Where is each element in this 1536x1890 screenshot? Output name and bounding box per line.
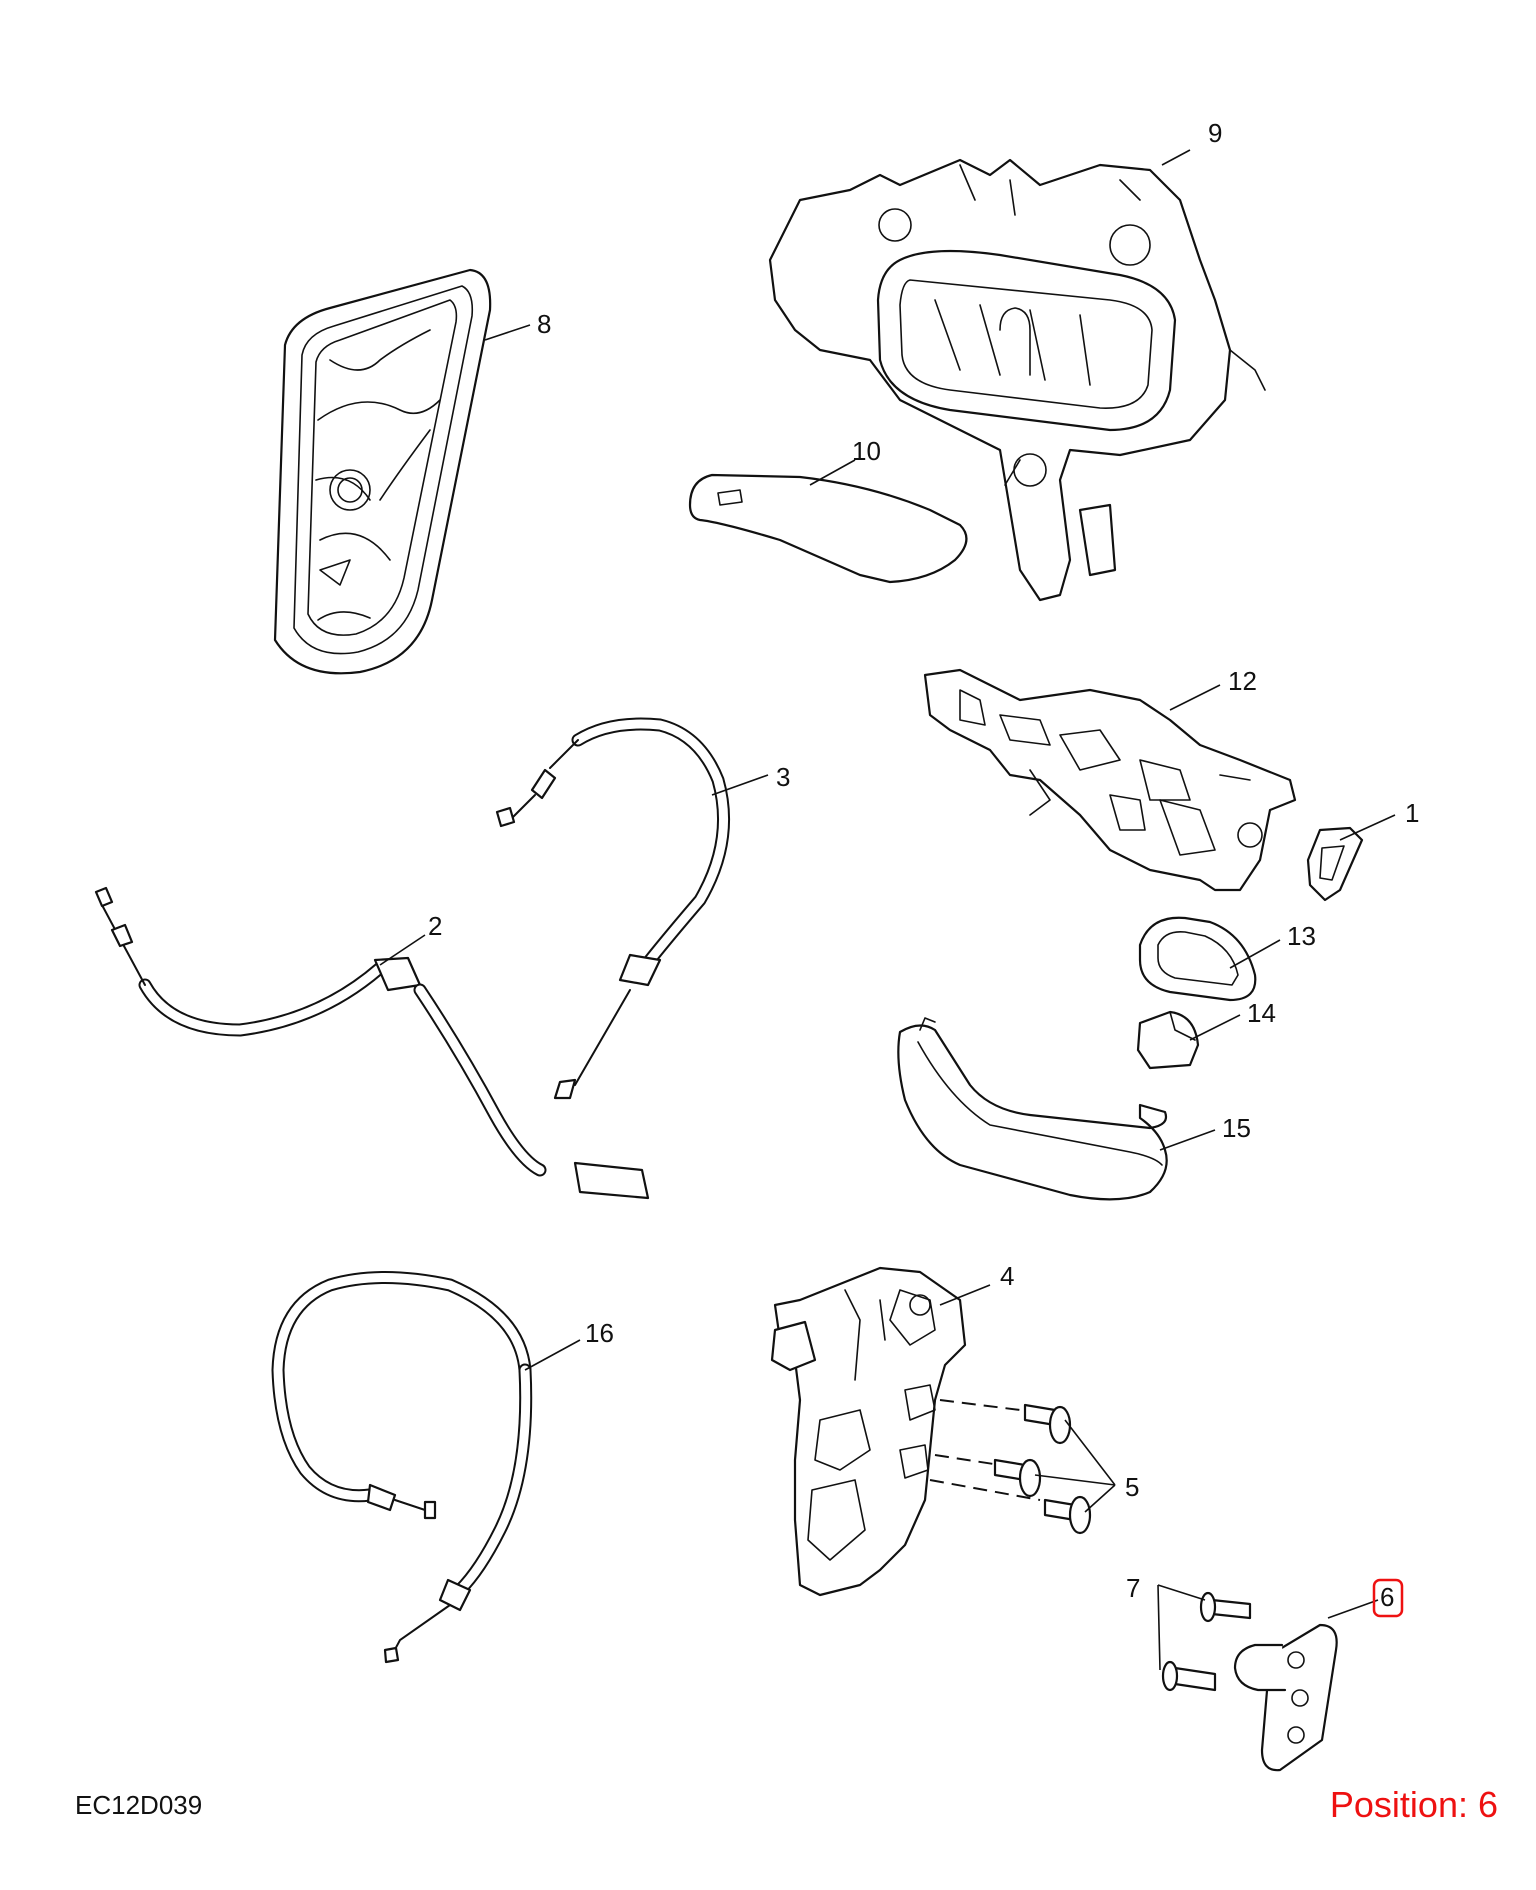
part-16-cable[interactable] xyxy=(271,1271,533,1664)
part-13-handle-cover[interactable] xyxy=(1138,916,1257,1002)
part-10-trim-strip[interactable] xyxy=(688,473,968,584)
part-8-seal-gasket[interactable] xyxy=(273,268,492,675)
part-2-cable[interactable] xyxy=(94,886,650,1200)
callout-5: 5 xyxy=(1125,1472,1139,1502)
part-12-handle-frame[interactable] xyxy=(923,668,1297,892)
callout-12: 12 xyxy=(1228,666,1257,696)
part-7-screws[interactable] xyxy=(1161,1591,1252,1692)
callout-6: 6 xyxy=(1380,1582,1394,1612)
callout-9: 9 xyxy=(1208,118,1222,148)
callout-14: 14 xyxy=(1247,998,1276,1028)
drawing-code-label: EC12D039 xyxy=(75,1790,203,1820)
callout-2: 2 xyxy=(428,911,442,941)
callout-13: 13 xyxy=(1287,921,1316,951)
position-label: Position: 6 xyxy=(1329,1784,1498,1825)
callout-7: 7 xyxy=(1126,1573,1140,1603)
part-5-bolts[interactable] xyxy=(929,1399,1092,1535)
callout-8: 8 xyxy=(537,309,551,339)
part-14-end-cap[interactable] xyxy=(1136,1010,1200,1070)
callout-10: 10 xyxy=(852,436,881,466)
callout-labels: 9 8 10 12 1 3 2 13 14 15 16 4 5 7 6 xyxy=(428,118,1419,1612)
callout-15: 15 xyxy=(1222,1113,1251,1143)
part-4-door-latch[interactable] xyxy=(770,1266,967,1597)
callout-1: 1 xyxy=(1405,798,1419,828)
part-3-cable[interactable] xyxy=(495,717,731,1100)
selected-callout-highlight xyxy=(1372,1578,1404,1618)
part-6-striker[interactable] xyxy=(1233,1623,1338,1772)
callout-4: 4 xyxy=(1000,1261,1014,1291)
callout-3: 3 xyxy=(776,762,790,792)
part-1-cap[interactable] xyxy=(1306,826,1364,902)
callout-16: 16 xyxy=(585,1318,614,1348)
part-15-outer-handle[interactable] xyxy=(897,1017,1168,1201)
leader-lines xyxy=(379,149,1396,1671)
part-9-handle-carrier[interactable] xyxy=(768,158,1266,602)
